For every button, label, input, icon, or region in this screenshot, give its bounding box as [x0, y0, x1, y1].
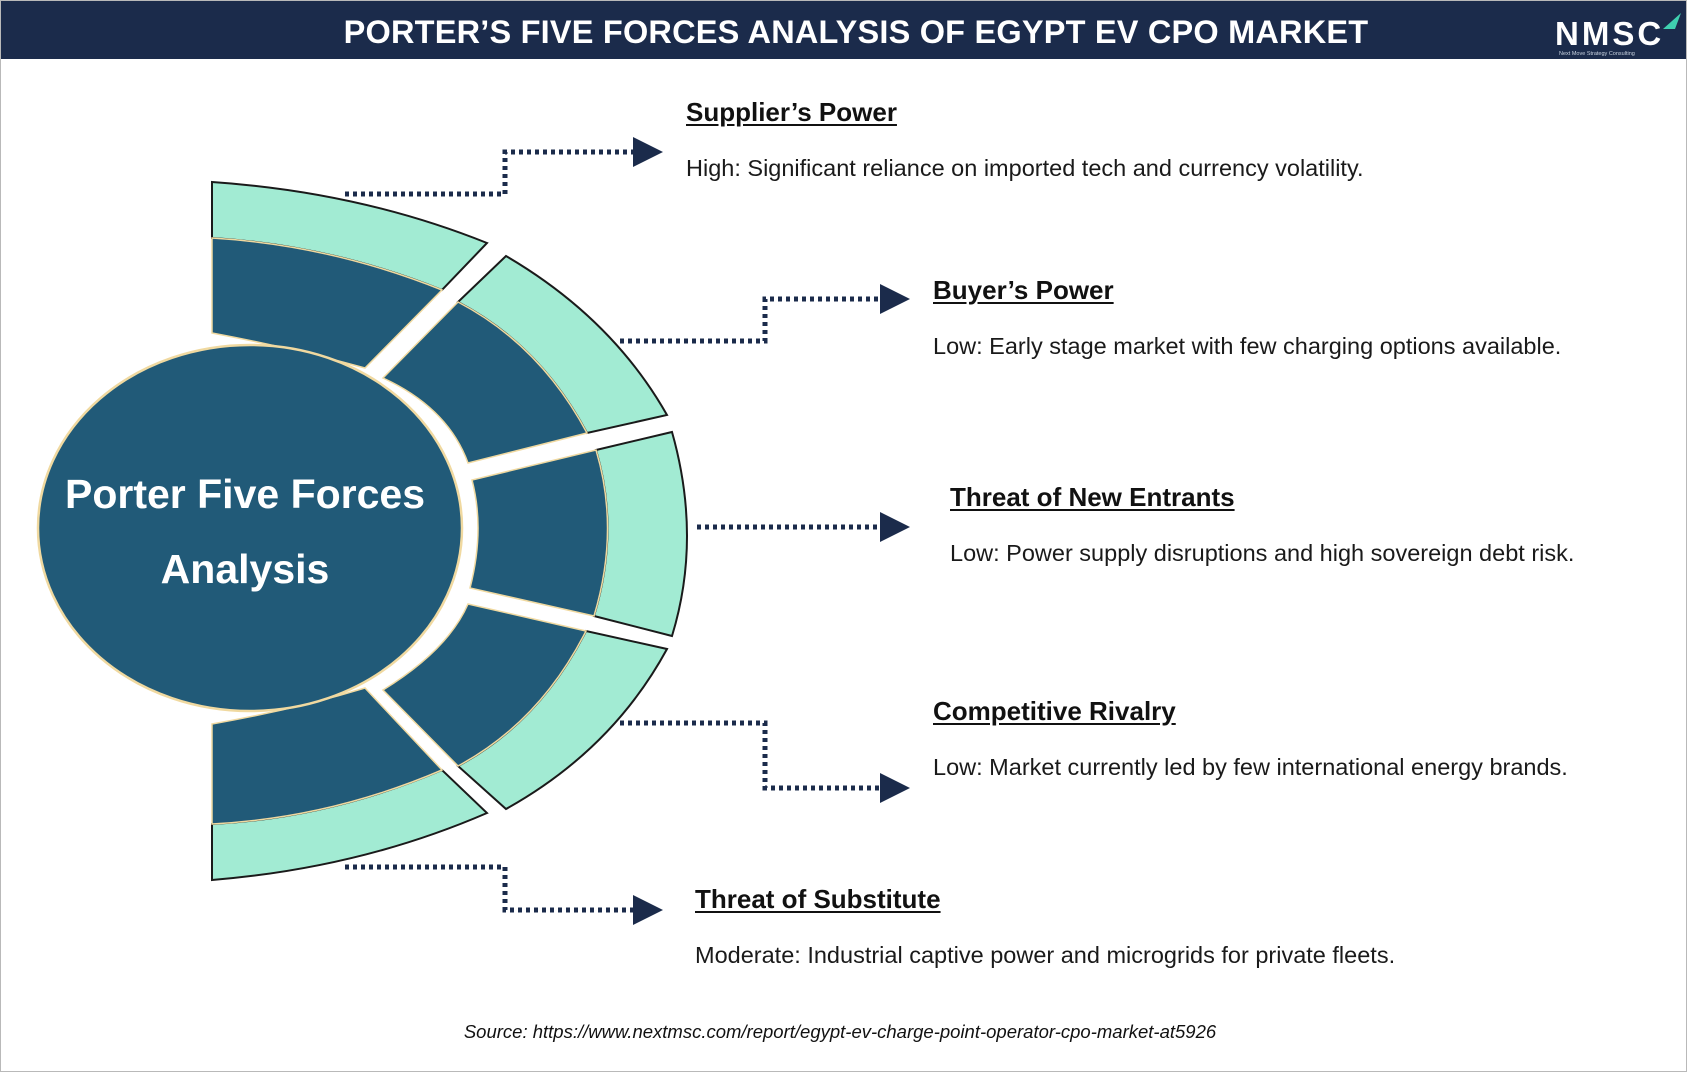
logo-text: NMSC [1555, 15, 1665, 52]
force-title-substitute: Threat of Substitute [695, 884, 941, 914]
force-title-supplier: Supplier’s Power [686, 97, 897, 127]
page-title: PORTER’S FIVE FORCES ANALYSIS OF EGYPT E… [343, 14, 1369, 50]
supplier-inner-block [211, 237, 444, 369]
substitute-segment [211, 687, 489, 882]
force-title-buyer: Buyer’s Power [933, 275, 1114, 305]
title-banner: PORTER’S FIVE FORCES ANALYSIS OF EGYPT E… [1, 1, 1686, 59]
force-desc-rivalry: Low: Market currently led by few interna… [933, 754, 1568, 780]
logo-tagline: Next Move Strategy Consulting [1559, 51, 1635, 57]
center-label-line1: Porter Five Forces [64, 471, 426, 517]
force-desc-substitute: Moderate: Industrial captive power and m… [695, 942, 1396, 968]
force-title-rivalry: Competitive Rivalry [933, 696, 1176, 726]
nmsc-logo: NMSC Next Move Strategy Consulting [1551, 13, 1681, 59]
force-desc-buyer: Low: Early stage market with few chargin… [933, 333, 1562, 359]
connector-buyer [620, 284, 910, 344]
force-desc-new-entrants: Low: Power supply disruptions and high s… [950, 540, 1575, 566]
force-title-new-entrants: Threat of New Entrants [950, 482, 1235, 512]
buyer-inner-block [381, 301, 589, 464]
source-note: Source: https://www.nextmsc.com/report/e… [463, 1021, 1217, 1042]
new-entrants-inner-block [469, 449, 609, 617]
center-ellipse [36, 343, 464, 713]
new-entrants-segment [469, 430, 688, 638]
center-label-line2: Analysis [160, 546, 330, 592]
logo-arrow-icon [1663, 13, 1681, 29]
buyer-segment [381, 254, 669, 464]
center-label: Porter Five Forces Analysis [40, 457, 450, 607]
connector-substitute [345, 864, 663, 925]
rivalry-segment [381, 603, 669, 811]
supplier-segment [211, 180, 489, 369]
connector-supplier [345, 137, 663, 197]
connectors [345, 137, 910, 925]
connector-rivalry [620, 720, 910, 803]
force-desc-supplier: High: Significant reliance on imported t… [686, 155, 1364, 181]
rivalry-inner-block [381, 603, 588, 767]
